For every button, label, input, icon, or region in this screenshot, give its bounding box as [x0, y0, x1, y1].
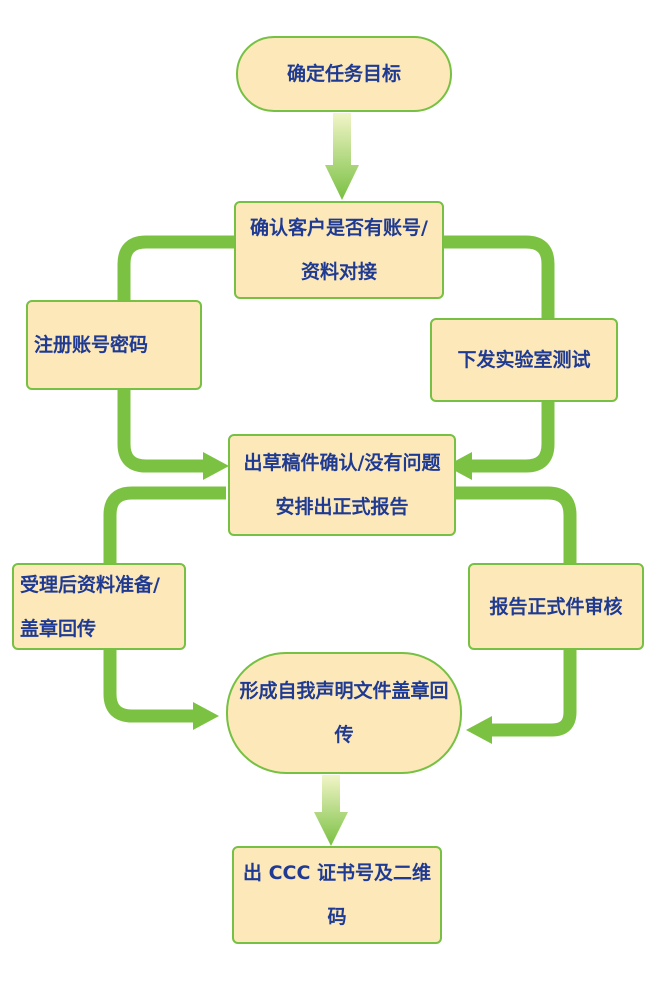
node-ccc-certificate: 出 CCC 证书号及二维码: [232, 846, 442, 944]
node-draft-confirmation: 出草稿件确认/没有问题安排出正式报告: [228, 434, 456, 536]
node-confirm-task-goal: 确定任务目标: [236, 36, 452, 112]
node-report-review: 报告正式件审核: [468, 563, 644, 650]
edge-n8-n9: [314, 775, 348, 846]
node-label: 出草稿件确认/没有问题安排出正式报告: [243, 452, 441, 518]
node-label: 下发实验室测试: [457, 349, 591, 371]
edge-n6-n8-arrowhead: [193, 702, 219, 730]
node-register-account: 注册账号密码: [26, 300, 202, 390]
node-label: 确认客户是否有账号/资料对接: [250, 217, 428, 283]
node-label: 报告正式件审核: [489, 595, 623, 618]
node-confirm-customer-account: 确认客户是否有账号/资料对接: [234, 201, 444, 299]
edge-n2-n3: [117, 235, 236, 300]
node-label: 出 CCC 证书号及二维码: [242, 862, 432, 928]
edge-n4-n5-arrowhead: [446, 452, 472, 480]
edge-n4-n5: [470, 402, 555, 473]
node-label: 确定任务目标: [286, 63, 401, 85]
edge-n5-n6: [103, 486, 226, 563]
edge-n3-n5: [117, 390, 205, 473]
node-self-declaration: 形成自我声明文件盖章回传: [226, 652, 462, 774]
edge-n1-n2: [325, 113, 359, 200]
edge-n5-n7: [455, 486, 577, 563]
node-lab-testing: 下发实验室测试: [430, 318, 618, 402]
edge-n7-n8: [490, 650, 577, 737]
node-document-preparation: 受理后资料准备/盖章回传: [12, 563, 186, 650]
node-label: 注册账号密码: [34, 334, 149, 356]
edge-n2-n4: [442, 235, 555, 318]
node-label: 受理后资料准备/盖章回传: [20, 573, 160, 640]
edge-n3-n5-arrowhead: [203, 452, 229, 480]
edge-n7-n8-arrowhead: [466, 716, 492, 744]
edge-n6-n8: [103, 650, 195, 723]
node-label: 形成自我声明文件盖章回传: [239, 680, 449, 746]
